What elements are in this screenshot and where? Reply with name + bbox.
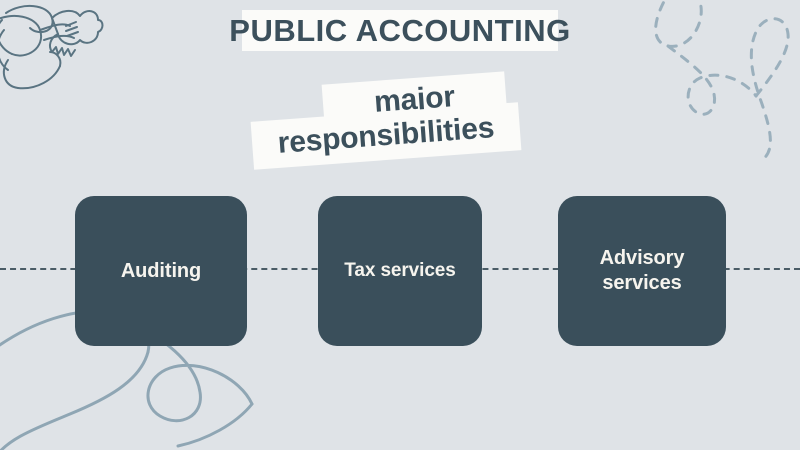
dashed-scribble-loops bbox=[654, 0, 790, 162]
subtitle-line-2-text: responsibilities bbox=[276, 111, 496, 160]
responsibility-card-label: Tax services bbox=[344, 260, 456, 282]
subtitle-line-2: responsibilities bbox=[250, 102, 522, 170]
responsibility-card-tax-services[interactable]: Tax services bbox=[318, 196, 482, 346]
page-title-text: PUBLIC ACCOUNTING bbox=[229, 12, 571, 48]
person-sketch-doodle bbox=[0, 5, 104, 90]
responsibility-card-label: Advisory services bbox=[599, 247, 685, 294]
responsibility-card-advisory-services[interactable]: Advisory services bbox=[558, 196, 726, 346]
responsibility-card-label: Auditing bbox=[120, 259, 202, 282]
responsibility-card-auditing[interactable]: Auditing bbox=[75, 196, 247, 346]
page-title: PUBLIC ACCOUNTING bbox=[229, 10, 570, 51]
